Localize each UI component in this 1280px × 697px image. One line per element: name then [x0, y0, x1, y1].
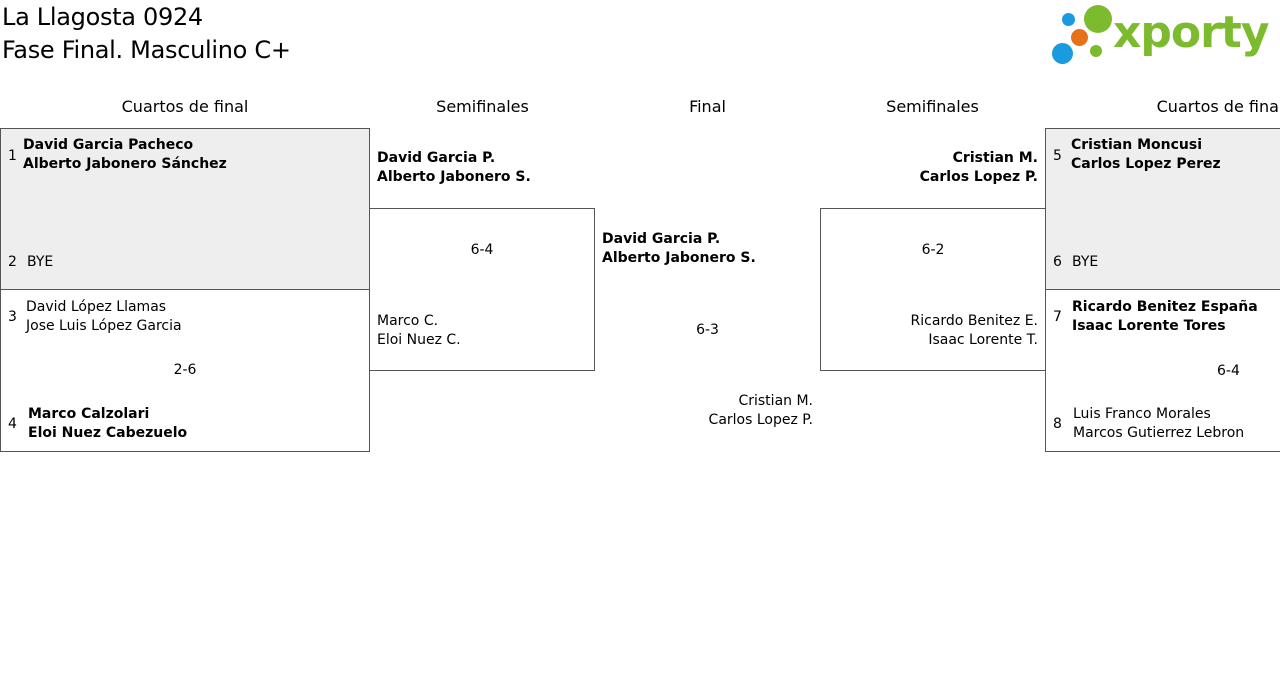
logo-dot-blue-small [1062, 13, 1075, 26]
player-name: David Garcia Pacheco [23, 137, 194, 153]
match-right-qf-2[interactable]: 7 Ricardo Benitez España Isaac Lorente T… [1045, 289, 1280, 452]
match-left-qf-1[interactable]: 1 David Garcia Pacheco Alberto Jabonero … [0, 128, 370, 290]
round-header-right-quarters: Cuartos de final [1156, 97, 1280, 116]
bye-label: BYE [27, 254, 54, 270]
logo-dot-green [1084, 5, 1112, 33]
player-name: Carlos Lopez P. [919, 169, 1038, 185]
seed-number: 6 [1053, 254, 1062, 270]
player-name: Cristian M. [952, 150, 1038, 166]
match-score: 6-2 [921, 242, 945, 258]
seed-number: 2 [8, 254, 17, 270]
logo-text: xporty [1113, 7, 1270, 58]
player-name: Marco C. [377, 313, 439, 329]
phase-title: Fase Final. Masculino C+ [2, 36, 291, 64]
player-name: Marcos Gutierrez Lebron [1073, 425, 1245, 441]
player-name: Jose Luis López Garcia [26, 318, 182, 334]
logo-dot-orange [1071, 29, 1088, 46]
match-right-sf[interactable]: 6-2 Ricardo Benitez E. Isaac Lorente T. [820, 208, 1046, 371]
player-name: Ricardo Benitez España [1072, 299, 1258, 315]
match-score: 2-6 [173, 362, 197, 378]
seed-number: 3 [8, 309, 17, 325]
seed-number: 1 [8, 148, 17, 164]
seed-number: 5 [1053, 148, 1062, 164]
match-score: 6-4 [470, 242, 494, 258]
player-name: Eloi Nuez C. [377, 332, 461, 348]
player-name: Cristian Moncusi [1071, 137, 1203, 153]
seed-number: 8 [1053, 416, 1062, 432]
round-header-left-quarters: Cuartos de final [121, 97, 249, 116]
player-name: Alberto Jabonero Sánchez [23, 156, 227, 172]
player-name: Alberto Jabonero S. [377, 169, 531, 185]
round-header-left-semis: Semifinales [436, 97, 529, 116]
player-name: David López Llamas [26, 299, 167, 315]
tournament-title: La Llagosta 0924 [2, 3, 203, 31]
logo-dot-green-small [1090, 45, 1102, 57]
match-score: 6-4 [1217, 363, 1240, 379]
player-name: Isaac Lorente T. [928, 332, 1038, 348]
player-name: Alberto Jabonero S. [602, 250, 756, 266]
round-header-final: Final [689, 97, 726, 116]
xporty-logo [1050, 0, 1280, 70]
player-name: David Garcia P. [602, 231, 721, 247]
match-left-qf-2[interactable]: 3 David López Llamas Jose Luis López Gar… [0, 289, 370, 452]
seed-number: 4 [8, 416, 17, 432]
player-name: Luis Franco Morales [1073, 406, 1211, 422]
match-left-sf[interactable]: 6-4 Marco C. Eloi Nuez C. [369, 208, 595, 371]
bye-label: BYE [1072, 254, 1099, 270]
logo-dot-blue [1052, 43, 1073, 64]
match-right-qf-1[interactable]: 5 Cristian Moncusi Carlos Lopez Perez 6 … [1045, 128, 1280, 290]
player-name: Carlos Lopez P. [708, 412, 813, 428]
round-header-right-semis: Semifinales [886, 97, 979, 116]
player-name: David Garcia P. [377, 150, 496, 166]
final-score: 6-3 [696, 322, 719, 338]
player-name: Marco Calzolari [28, 406, 150, 422]
player-name: Isaac Lorente Tores [1072, 318, 1226, 334]
player-name: Eloi Nuez Cabezuelo [28, 425, 188, 441]
player-name: Ricardo Benitez E. [910, 313, 1038, 329]
player-name: Cristian M. [738, 393, 813, 409]
player-name: Carlos Lopez Perez [1071, 156, 1221, 172]
seed-number: 7 [1053, 309, 1062, 325]
